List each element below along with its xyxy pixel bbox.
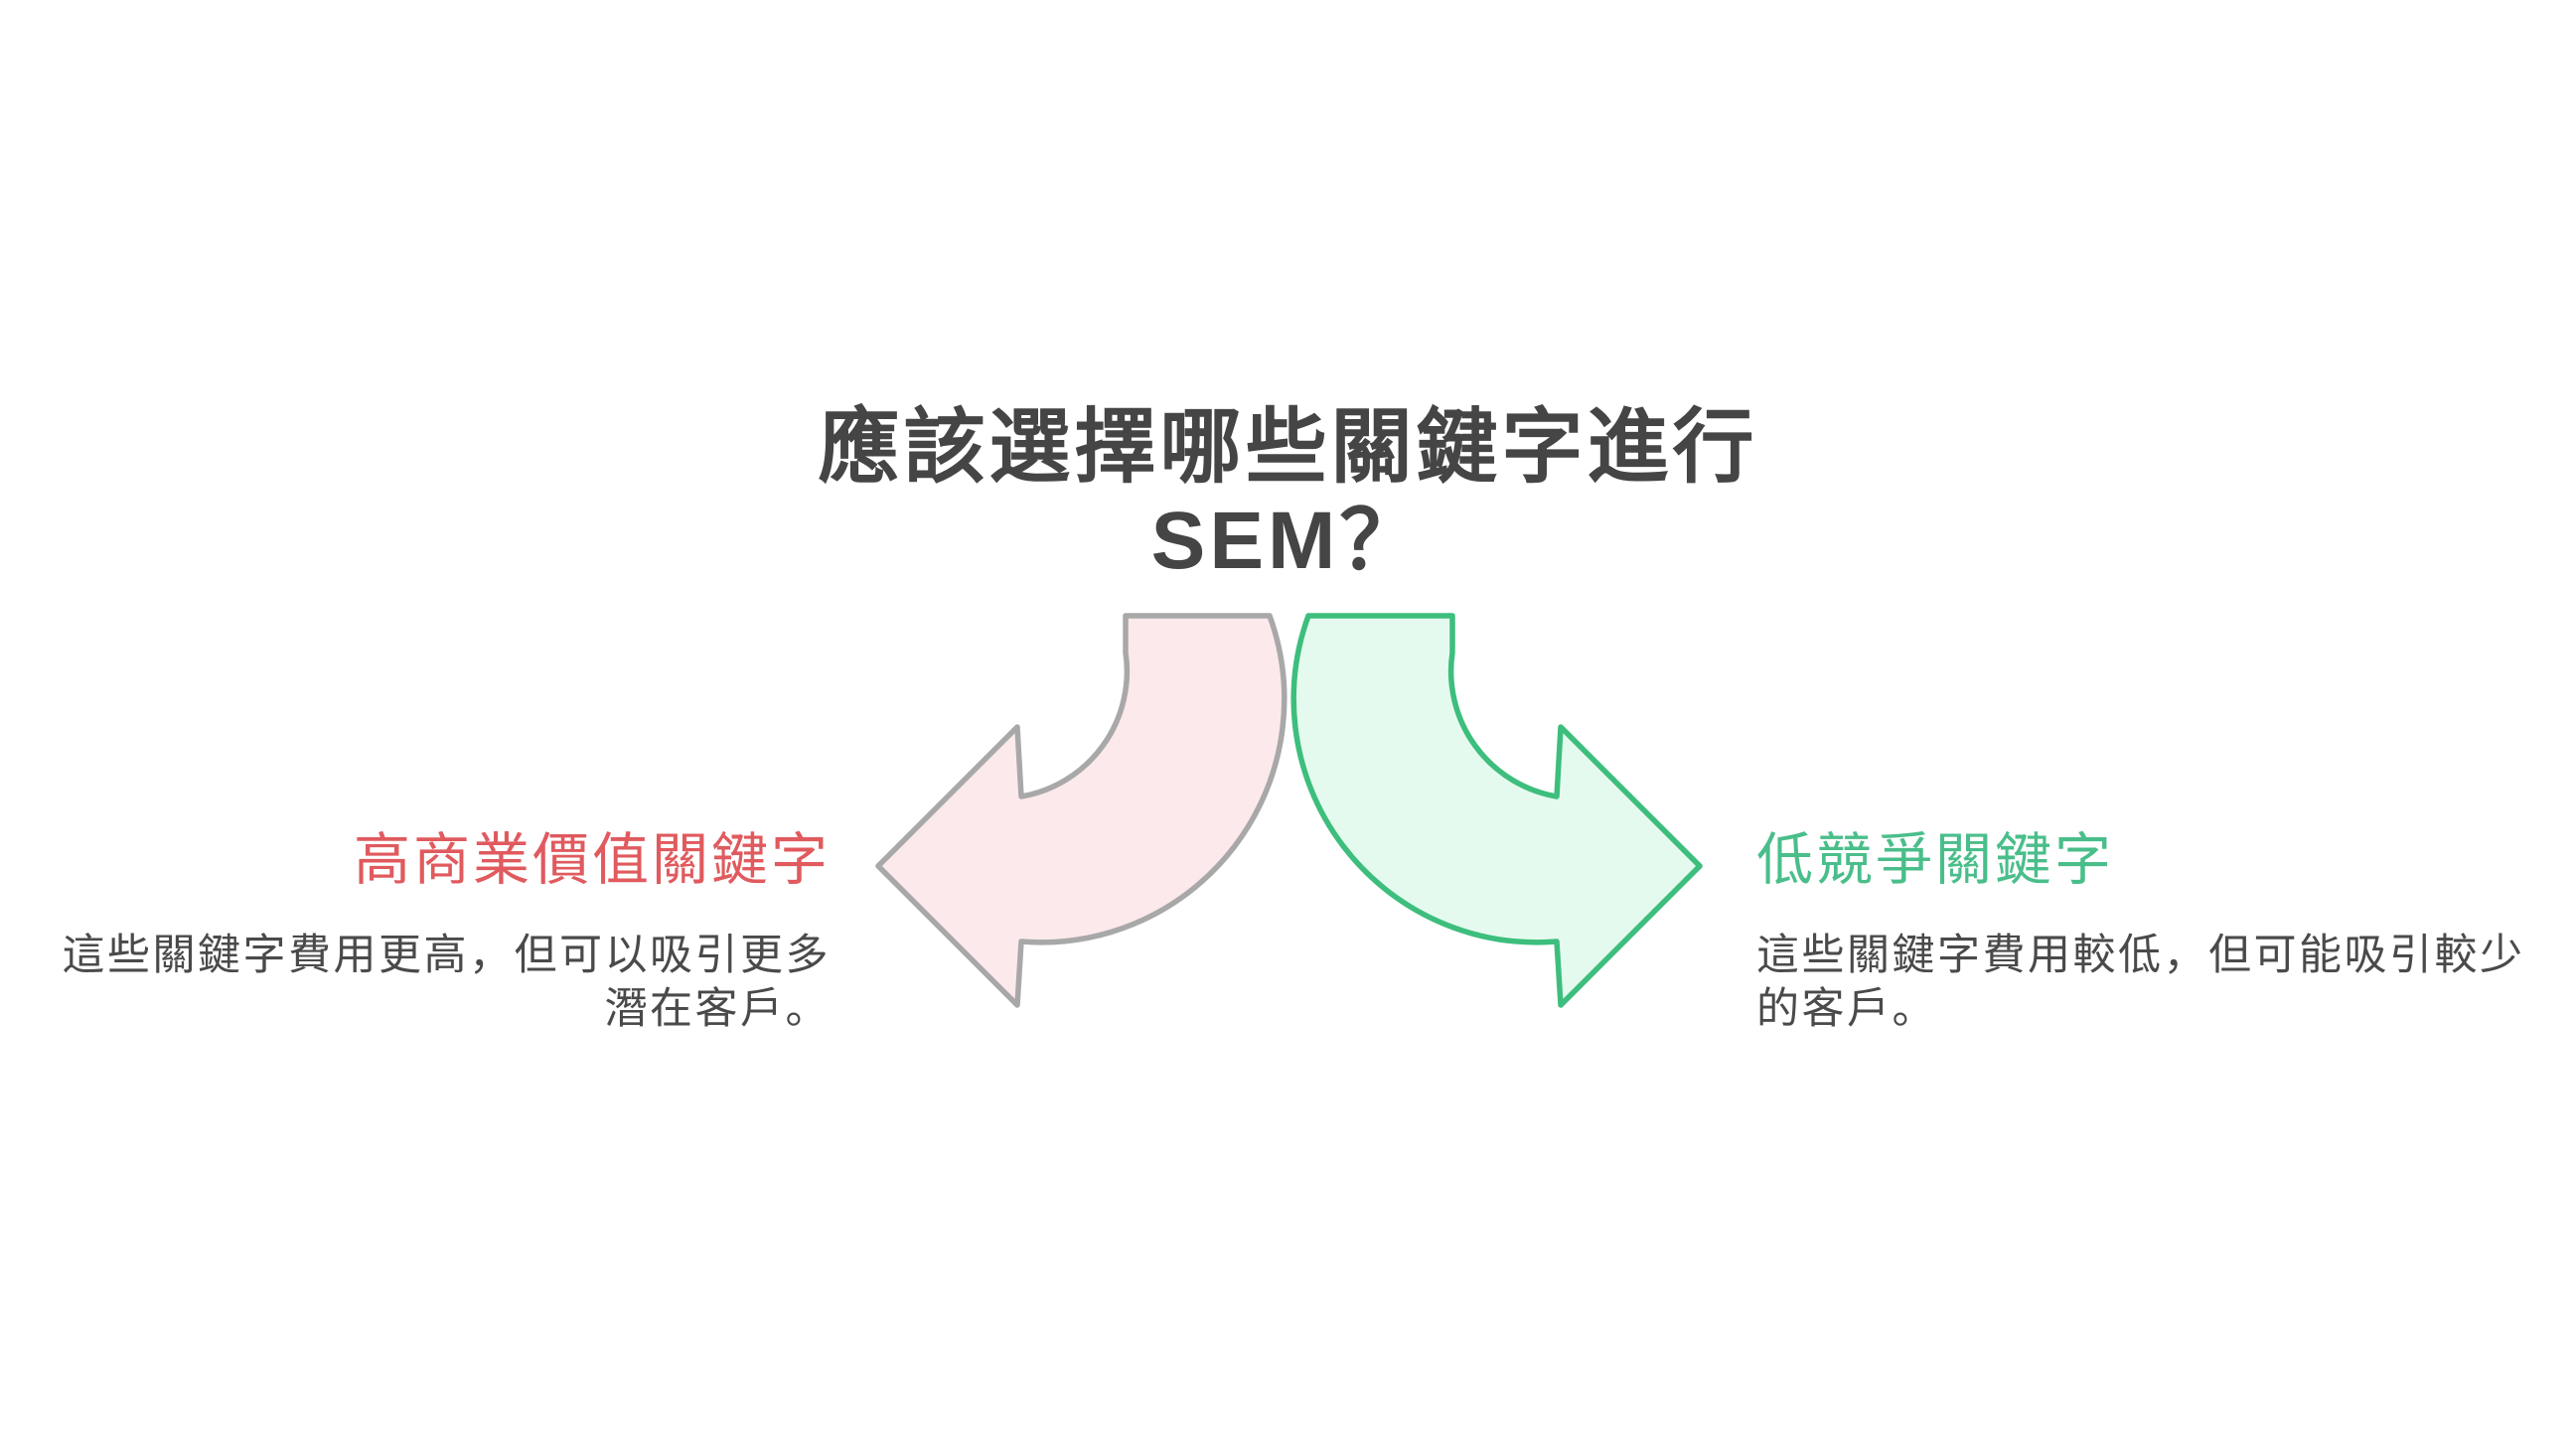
page-title: 應該選擇哪些關鍵字進行 SEM？ [818, 402, 1758, 587]
branch-description-high-value: 這些關鍵字費用更高，但可以吸引更多 潛在客戶。 [62, 932, 831, 1033]
curved-arrow-right-icon [1290, 613, 1703, 1008]
branch-heading-high-value: 高商業價值關鍵字 [354, 828, 831, 892]
branch-heading-low-competition: 低競爭關鍵字 [1756, 828, 2114, 892]
curved-arrow-left-icon [875, 613, 1288, 1008]
branch-description-low-competition: 這些關鍵字費用較低，但可能吸引較少 的客戶。 [1756, 932, 2525, 1033]
curved-arrow-right-shape [1290, 613, 1703, 1008]
curved-arrow-left-shape [875, 613, 1288, 1008]
branch-low-competition: 低競爭關鍵字 這些關鍵字費用較低，但可能吸引較少 的客戶。 [1756, 826, 2571, 1036]
branch-high-value: 高商業價值關鍵字 這些關鍵字費用更高，但可以吸引更多 潛在客戶。 [16, 826, 831, 1036]
